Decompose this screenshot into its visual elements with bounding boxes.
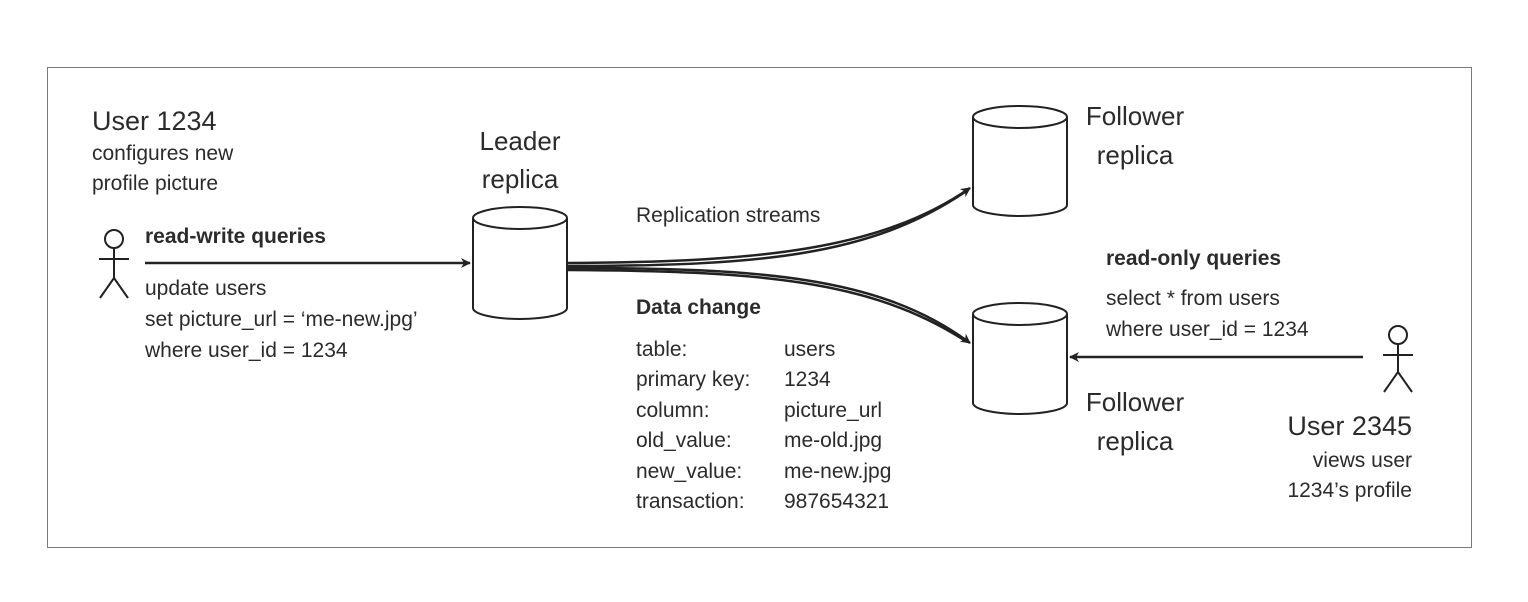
data-change-key: table: [636,338,688,361]
data-change-key: old_value: [636,429,732,452]
follower-top-label-line2: replica [1096,140,1174,170]
data-change-value: users [784,338,836,361]
write-query-line2: set picture_url = ‘me-new.jpg’ [145,308,418,331]
user-1234-name: User 1234 [92,106,217,136]
follower-bottom-database-icon [972,302,1068,415]
follower-top-label-line1: Follower [1085,101,1185,131]
follower-bottom-label-line2: replica [1096,426,1174,456]
data-change-title: Data change [636,296,761,319]
write-query-line3: where user_id = 1234 [145,339,348,362]
read-queries-label: read-only queries [1106,247,1282,270]
write-queries-label: read-write queries [145,225,326,248]
follower-top-database-icon [972,105,1068,217]
replication-stream-bottom [566,266,971,345]
read-query-line2: where user_id = 1234 [1106,318,1309,341]
replication-stream-top [566,186,971,268]
user-2345-desc-line2: 1234’s profile [1287,479,1412,502]
leader-label-line1: Leader [479,126,561,156]
data-change-value: picture_url [784,399,883,422]
data-change-key: primary key: [636,368,751,391]
leader-label-line2: replica [481,164,559,194]
user-2345-desc-line1: views user [1312,449,1412,472]
user-1234-figure-icon [99,229,129,299]
data-change-key: transaction: [636,490,745,513]
user-2345-name: User 2345 [1287,411,1412,441]
diagram-frame [47,67,1472,548]
read-query-line1: select * from users [1106,287,1280,310]
data-change-key: column: [636,399,710,422]
data-change-key: new_value: [636,460,743,483]
follower-bottom-label-line1: Follower [1085,387,1185,417]
user-1234-desc-line1: configures new [92,142,234,165]
data-change-value: 1234 [784,368,831,391]
user-1234-desc-line2: profile picture [92,172,219,195]
replication-streams-label: Replication streams [636,204,821,227]
data-change-value: me-old.jpg [784,429,883,452]
user-2345-figure-icon [1383,325,1413,393]
write-query-line1: update users [145,277,267,300]
data-change-value: 987654321 [784,490,890,513]
data-change-value: me-new.jpg [784,460,892,483]
leader-database-icon [472,206,568,320]
